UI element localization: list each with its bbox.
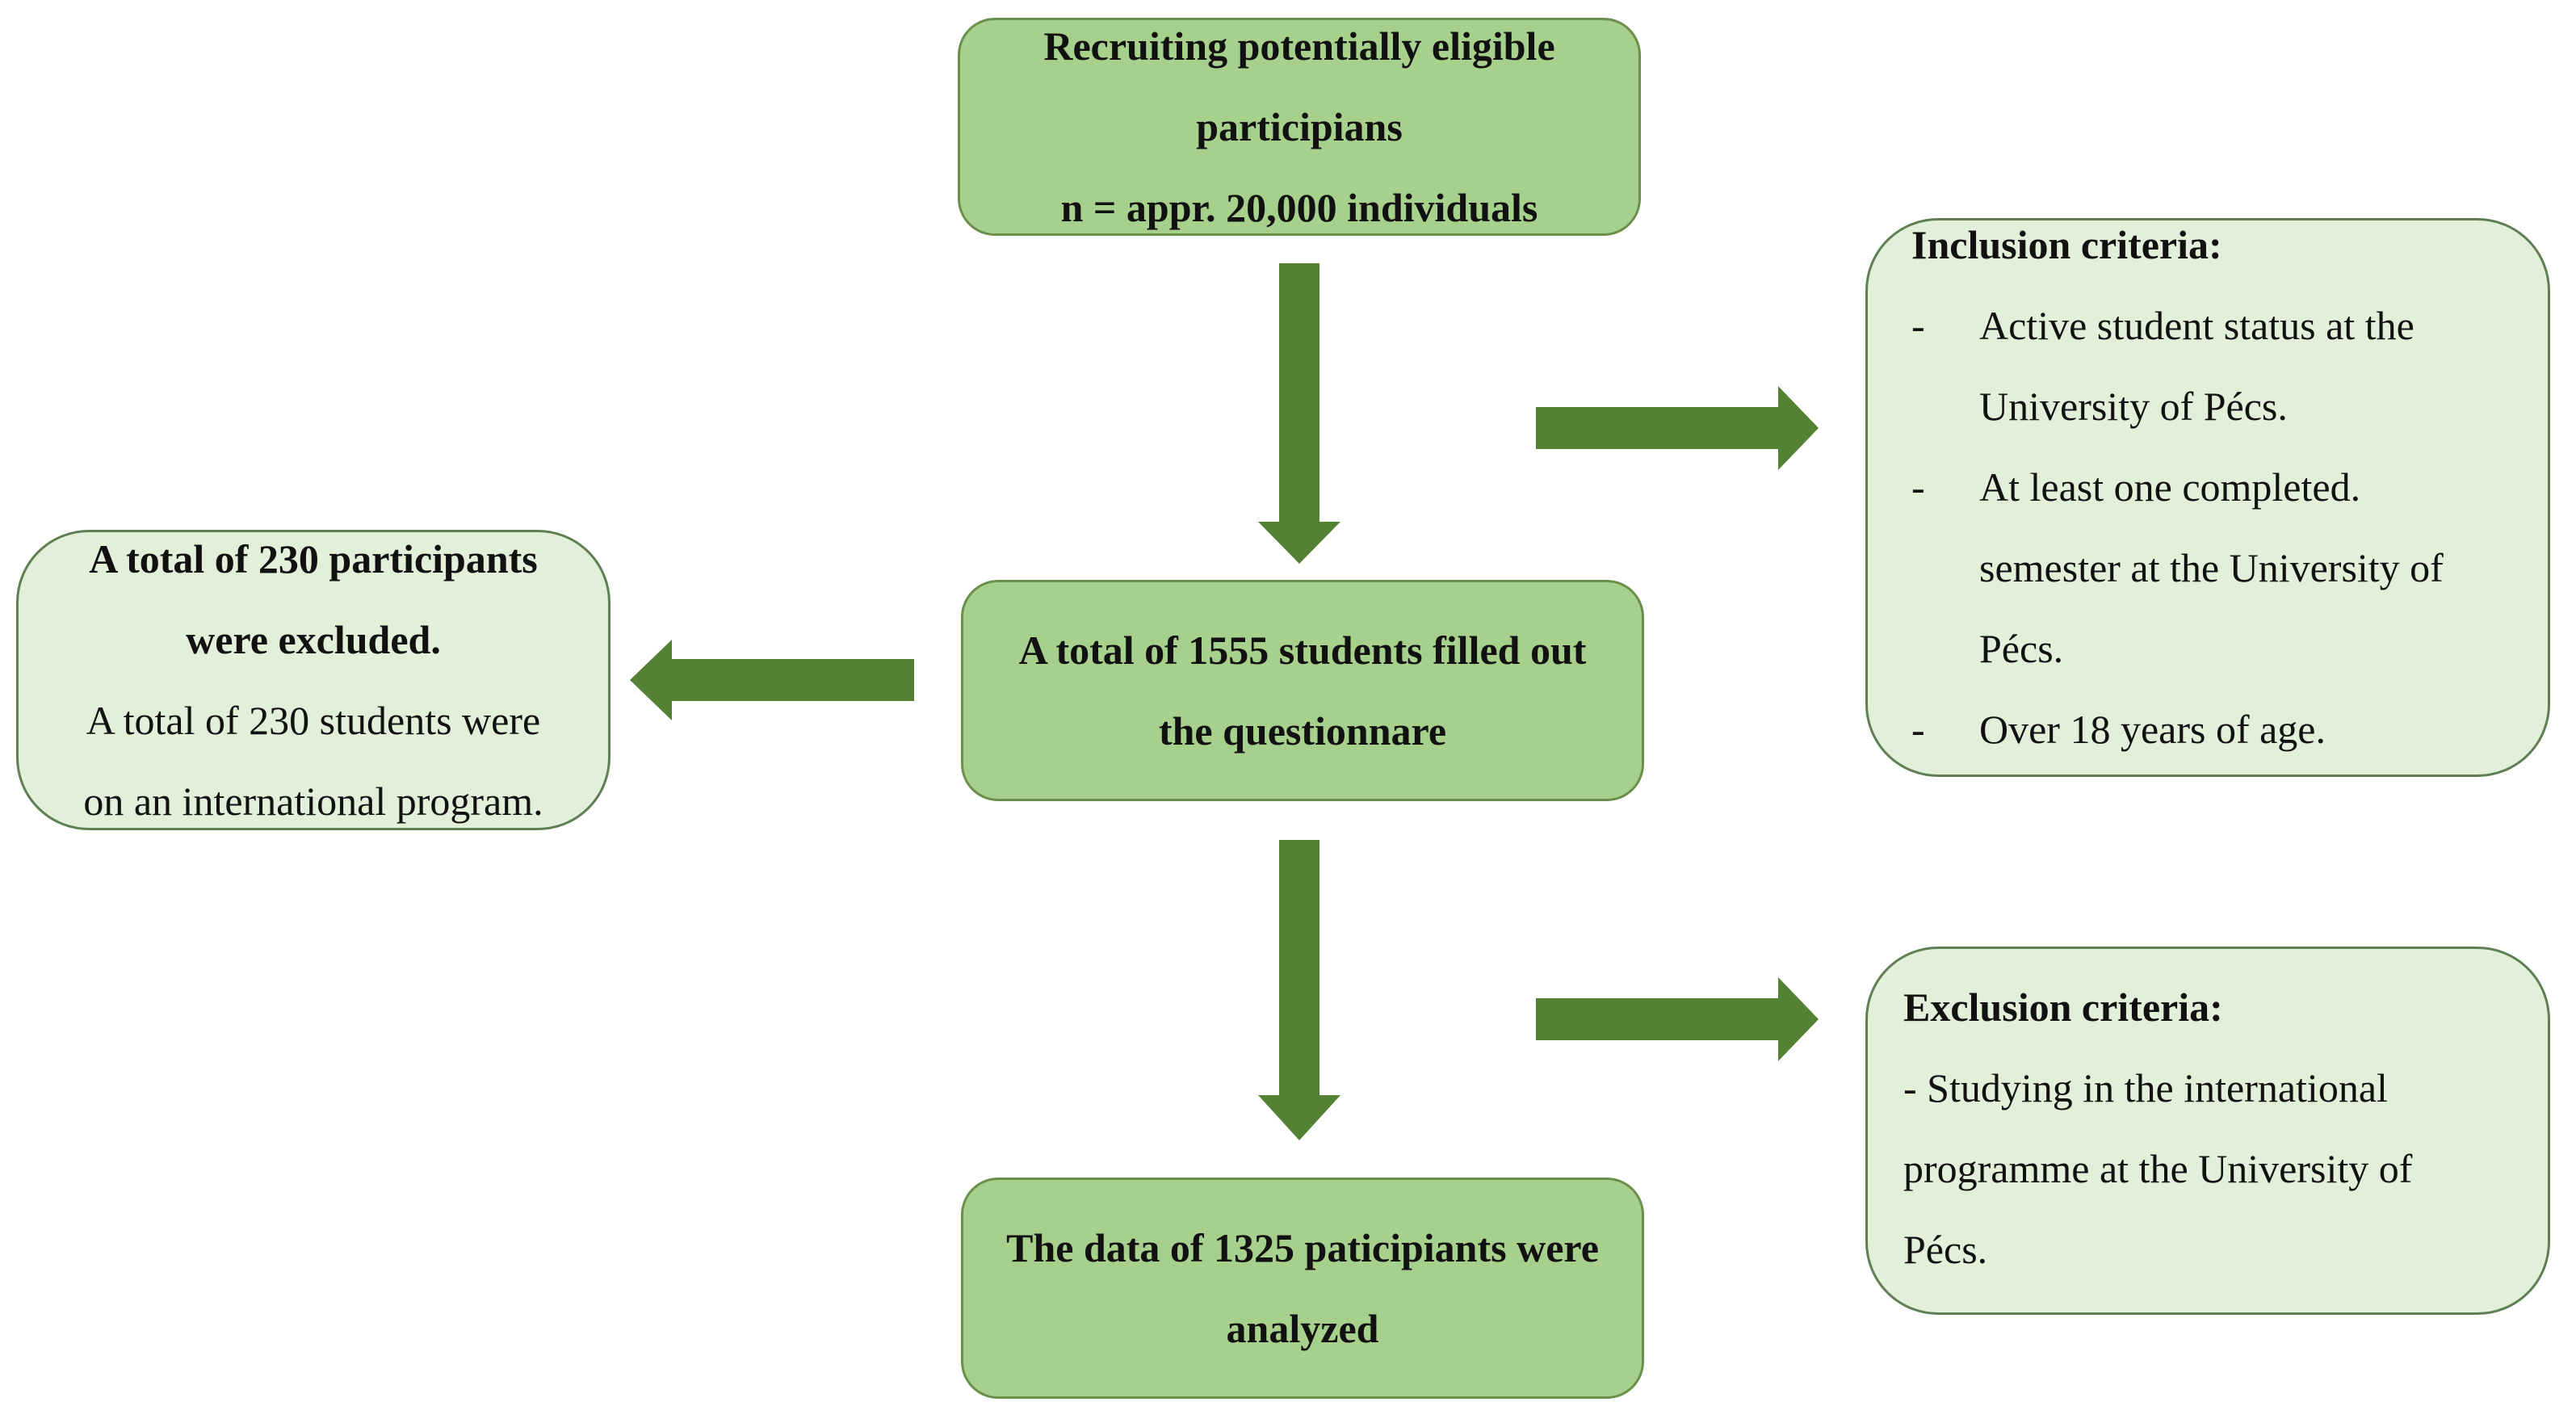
inclusion-item-2-line-3: Pécs.: [1979, 626, 2064, 671]
exclusion-criteria-content: Exclusion criteria: - Studying in the in…: [1903, 967, 2412, 1290]
excluded-box: A total of 230 participants were exclude…: [16, 530, 610, 830]
bullet-dash: -: [1911, 303, 1925, 348]
exclusion-line-3: Pécs.: [1903, 1227, 1988, 1272]
analyzed-line-1: The data of 1325 paticipiants were: [1006, 1225, 1599, 1270]
excluded-line-4: on an international program.: [83, 779, 543, 824]
filled-out-line-2: the questionnare: [1158, 708, 1447, 754]
recruiting-line-3: n = appr. 20,000 individuals: [1060, 185, 1538, 230]
arrow-right-to-exclusion: [1536, 977, 1819, 1061]
inclusion-item-2-line-1: At least one completed.: [1979, 464, 2361, 510]
analyzed-line-2: analyzed: [1226, 1306, 1379, 1351]
filled-out-box: A total of 1555 students filled out the …: [961, 580, 1644, 801]
arrow-left-to-excluded: [630, 640, 914, 720]
inclusion-item-1-line-1: Active student status at the: [1979, 303, 2414, 348]
excluded-bold-line-2: were excluded.: [186, 617, 441, 662]
inclusion-item-1-line-2: University of Pécs.: [1979, 384, 2288, 429]
bullet-dash: -: [1911, 464, 1925, 510]
recruiting-box: Recruiting potentially eligible particip…: [958, 18, 1641, 236]
recruiting-line-2: participians: [1196, 104, 1403, 149]
inclusion-item-3-line-1: Over 18 years of age.: [1979, 707, 2326, 752]
inclusion-item-2: - At least one completed. semester at th…: [1911, 447, 2444, 689]
exclusion-line-2: programme at the University of: [1903, 1146, 2413, 1191]
excluded-line-3: A total of 230 students were: [86, 698, 541, 743]
excluded-bold-line-1: A total of 230 participants: [89, 536, 538, 581]
inclusion-item-3: - Over 18 years of age.: [1911, 689, 2444, 770]
analyzed-box: The data of 1325 paticipiants were analy…: [961, 1178, 1644, 1399]
exclusion-criteria-box: Exclusion criteria: - Studying in the in…: [1865, 947, 2550, 1315]
inclusion-item-1: - Active student status at the Universit…: [1911, 285, 2444, 447]
arrow-down-to-filled: [1258, 263, 1340, 564]
arrow-right-to-inclusion: [1536, 386, 1819, 470]
exclusion-heading: Exclusion criteria:: [1903, 984, 2223, 1030]
exclusion-line-1: - Studying in the international: [1903, 1065, 2388, 1110]
arrow-down-to-analyzed: [1258, 840, 1340, 1140]
recruiting-line-1: Recruiting potentially eligible: [1043, 23, 1555, 69]
filled-out-line-1: A total of 1555 students filled out: [1018, 628, 1587, 673]
bullet-dash: -: [1911, 707, 1925, 752]
inclusion-criteria-content: Inclusion criteria: - Active student sta…: [1911, 204, 2444, 770]
inclusion-item-2-line-2: semester at the University of: [1979, 545, 2444, 590]
inclusion-heading: Inclusion criteria:: [1911, 222, 2222, 267]
inclusion-criteria-box: Inclusion criteria: - Active student sta…: [1865, 218, 2550, 777]
